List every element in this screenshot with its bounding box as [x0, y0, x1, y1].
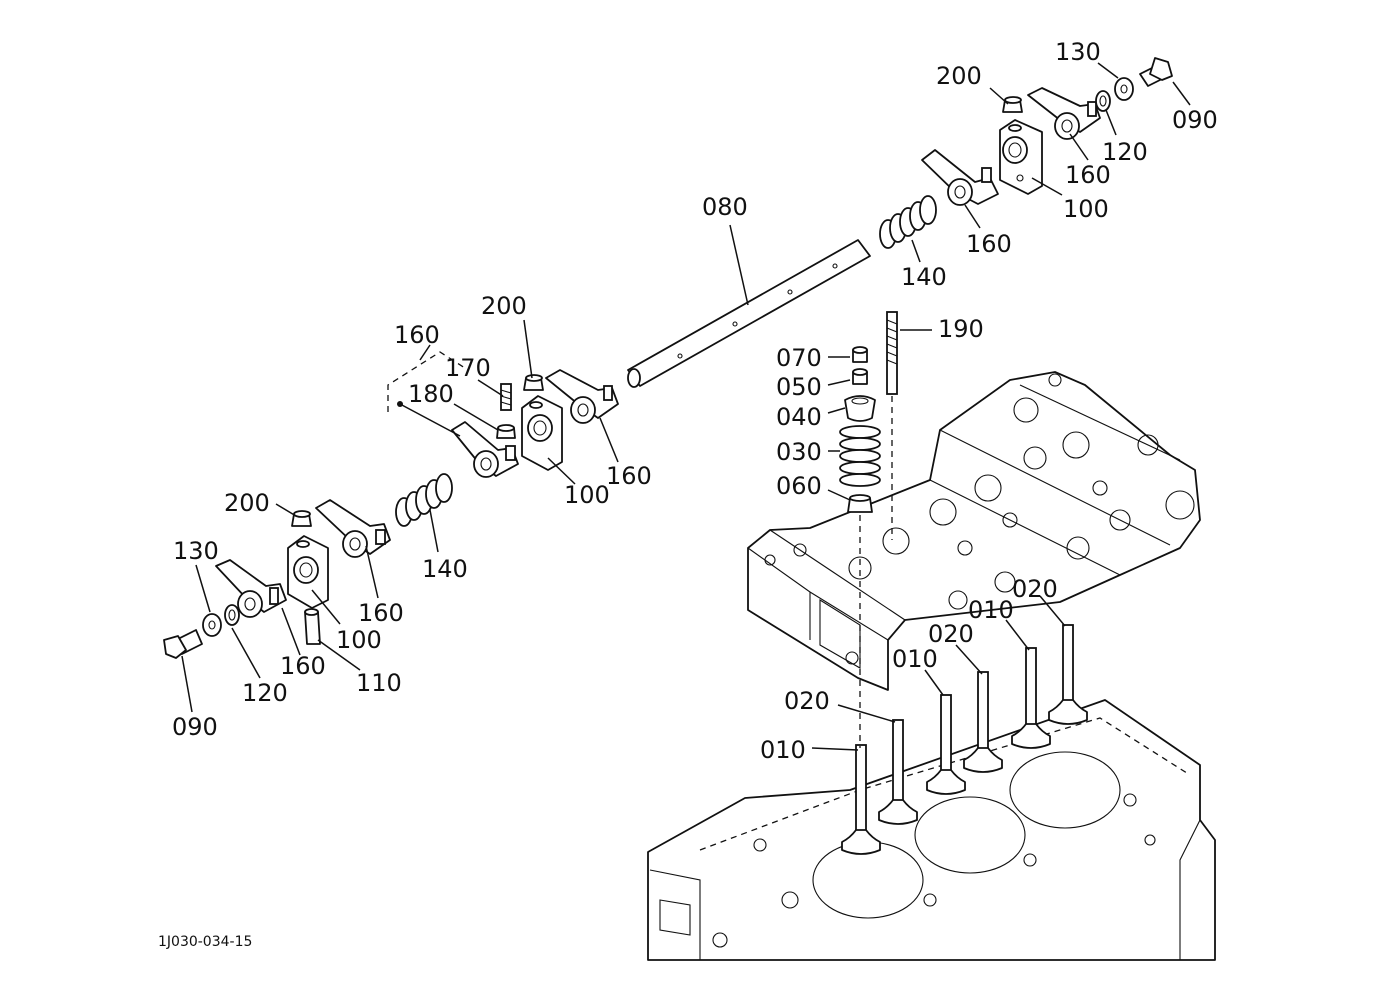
- callout-040: 040: [776, 403, 822, 431]
- callout-050: 050: [776, 373, 822, 401]
- callout-120: 120: [242, 679, 288, 707]
- valve-spring-stack: [839, 346, 881, 748]
- callout-020: 020: [1012, 575, 1058, 603]
- callout-110: 110: [356, 669, 402, 697]
- callout-labels: 130 200 090 120 160 100 160 080 140 200 …: [172, 38, 1218, 764]
- callout-010: 010: [892, 645, 938, 673]
- callout-130: 130: [173, 537, 219, 565]
- callout-030: 030: [776, 438, 822, 466]
- callout-060: 060: [776, 472, 822, 500]
- callout-100: 100: [1063, 195, 1109, 223]
- callout-100: 100: [336, 626, 382, 654]
- callout-190: 190: [938, 315, 984, 343]
- callout-160: 160: [280, 652, 326, 680]
- callout-160: 160: [358, 599, 404, 627]
- callout-140: 140: [422, 555, 468, 583]
- callout-010: 010: [760, 736, 806, 764]
- callout-160: 160: [966, 230, 1012, 258]
- left-rocker-assembly: [163, 473, 453, 659]
- cylinder-head: [747, 371, 1201, 691]
- valves: [841, 624, 1088, 855]
- callout-120: 120: [1102, 138, 1148, 166]
- callout-130: 130: [1055, 38, 1101, 66]
- callout-080: 080: [702, 193, 748, 221]
- callout-010: 010: [968, 596, 1014, 624]
- callout-020: 020: [928, 620, 974, 648]
- callout-140: 140: [901, 263, 947, 291]
- stud: [886, 311, 898, 540]
- middle-rocker-assembly: [387, 351, 619, 478]
- callout-200: 200: [936, 62, 982, 90]
- callout-070: 070: [776, 344, 822, 372]
- callout-200: 200: [224, 489, 270, 517]
- rocker-shaft: [627, 239, 871, 388]
- callout-090: 090: [172, 713, 218, 741]
- callout-160: 160: [1065, 161, 1111, 189]
- callout-180: 180: [408, 380, 454, 408]
- callout-160-group: 160: [394, 321, 440, 349]
- callout-090: 090: [1172, 106, 1218, 134]
- callout-160: 160: [606, 462, 652, 490]
- callout-100: 100: [564, 481, 610, 509]
- leader-lines: [181, 62, 1191, 751]
- callout-200: 200: [481, 292, 527, 320]
- callout-020: 020: [784, 687, 830, 715]
- callout-170: 170: [445, 354, 491, 382]
- cylinder-block: [647, 699, 1216, 961]
- drawing-code: 1J030-034-15: [158, 934, 252, 950]
- right-rocker-assembly: [879, 57, 1173, 249]
